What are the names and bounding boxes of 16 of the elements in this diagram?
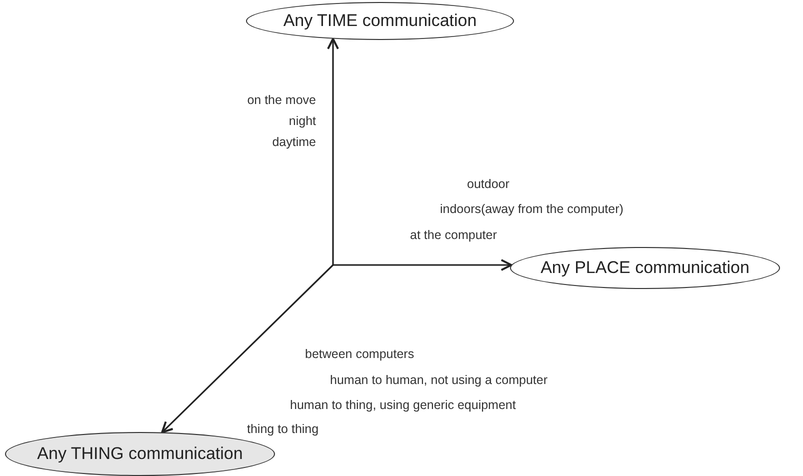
axis-value-label: thing to thing <box>247 421 319 437</box>
axis-value-label: daytime <box>272 134 316 150</box>
arrow <box>327 38 339 265</box>
axis-value-label: indoors(away from the computer) <box>440 201 624 217</box>
node-label: Any PLACE communication <box>540 258 750 278</box>
node-label: Any THING communication <box>37 444 243 464</box>
axis-value-label: outdoor <box>467 176 510 192</box>
axis-value-label: on the move <box>247 92 316 108</box>
arrow <box>161 264 334 434</box>
axis-value-label: between computers <box>305 346 414 362</box>
axis-value-label: night <box>288 113 316 129</box>
node-label: Any TIME communication <box>283 11 477 31</box>
axis-value-label: human to thing, using generic equipment <box>290 397 516 413</box>
arrow <box>333 259 512 271</box>
axis-value-label: at the computer <box>410 227 497 243</box>
axis-value-label: human to human, not using a computer <box>330 372 548 388</box>
